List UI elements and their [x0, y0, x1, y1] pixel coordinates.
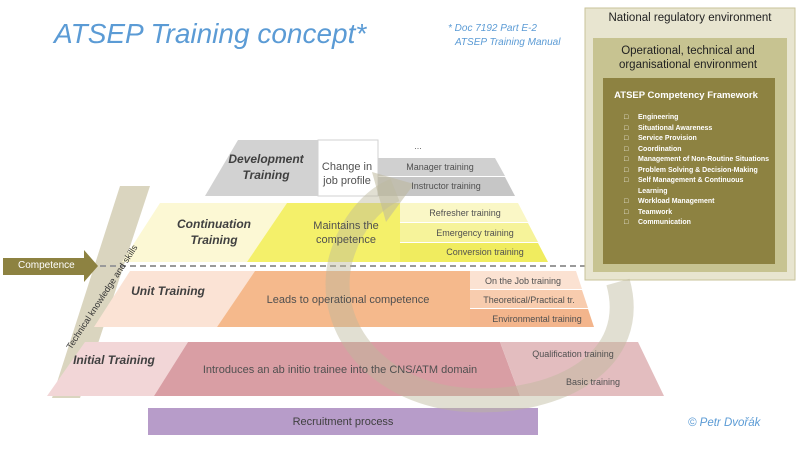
feedback-arrow-head — [372, 172, 414, 222]
national-environment-title: National regulatory environment — [608, 12, 772, 24]
emergency-training-label: Emergency training — [436, 228, 514, 238]
continuation-center-block — [247, 203, 400, 262]
environmental-training-label: Environmental training — [492, 314, 582, 324]
qualification-training-label: Qualification training — [532, 349, 614, 359]
technical-knowledge-band — [52, 186, 150, 398]
doc-reference: * Doc 7192 Part E-2 ATSEP Training Manua… — [448, 22, 560, 50]
competency-item: Service Provision — [624, 134, 774, 145]
qualification-basic-block — [500, 342, 664, 396]
competency-item: Workload Management — [624, 197, 774, 208]
unit-center-text: Leads to operational competence — [266, 294, 430, 306]
recruitment-label: Recruitment process — [292, 416, 394, 428]
doc-reference-line1: * Doc 7192 Part E-2 — [448, 23, 537, 34]
on-the-job-training-bar — [470, 271, 582, 289]
competency-item: Teamwork — [624, 208, 774, 219]
development-training-label: Development Training — [228, 152, 304, 182]
initial-label-block — [47, 342, 188, 396]
continuation-training-label: Continuation Training — [177, 217, 251, 247]
recruitment-bar — [148, 408, 538, 435]
development-more-items: ... — [414, 141, 422, 151]
development-label-block — [205, 140, 318, 196]
instructor-training-bar — [378, 177, 515, 196]
competency-item: Communication — [624, 218, 774, 229]
unit-center-block — [217, 271, 470, 327]
refresher-training-label: Refresher training — [429, 208, 501, 218]
initial-center-text: Introduces an ab initio trainee into the… — [202, 364, 478, 376]
competency-framework-title: ATSEP Competency Framework — [614, 90, 758, 101]
competency-item: Situational Awareness — [624, 124, 774, 135]
competency-item: Engineering — [624, 113, 774, 124]
doc-reference-line2: ATSEP Training Manual — [455, 37, 561, 48]
feedback-circular-arrow — [325, 178, 634, 413]
unit-label-block — [94, 271, 255, 327]
environmental-training-bar — [470, 309, 594, 327]
copyright: © Petr Dvořák — [688, 417, 761, 429]
development-center-text: Change in job profile — [321, 161, 373, 187]
manager-training-bar — [378, 158, 505, 176]
instructor-training-label: Instructor training — [411, 181, 481, 191]
competence-label: Competence — [18, 260, 75, 271]
competency-item: Problem Solving & Decision-Making — [624, 166, 774, 177]
basic-training-label: Basic training — [565, 377, 621, 387]
competency-item: Self Management & Continuous Learning — [624, 176, 774, 197]
continuation-label-block — [122, 203, 287, 262]
competence-arrow — [3, 250, 98, 282]
initial-training-label: Initial Training — [73, 353, 155, 367]
competency-list: Engineering Situational Awareness Servic… — [624, 113, 774, 229]
page-title: ATSEP Training concept* — [54, 18, 367, 49]
conversion-training-label: Conversion training — [446, 247, 524, 257]
competency-item: Management of Non-Routine Situations — [624, 155, 774, 166]
competency-item: Coordination — [624, 145, 774, 156]
initial-center-block — [154, 342, 520, 396]
operational-environment-title: Operational, technical and organisationa… — [618, 45, 758, 71]
conversion-training-bar — [400, 243, 548, 262]
continuation-center-text: Maintains the competence — [313, 220, 379, 246]
unit-training-label: Unit Training — [131, 284, 205, 298]
emergency-training-bar — [400, 223, 538, 242]
refresher-training-bar — [400, 203, 528, 222]
manager-training-label: Manager training — [406, 162, 474, 172]
theoretical-practical-bar — [470, 290, 588, 308]
theoretical-practical-label: Theoretical/Practical tr. — [483, 295, 575, 305]
on-the-job-training-label: On the Job training — [484, 276, 562, 286]
